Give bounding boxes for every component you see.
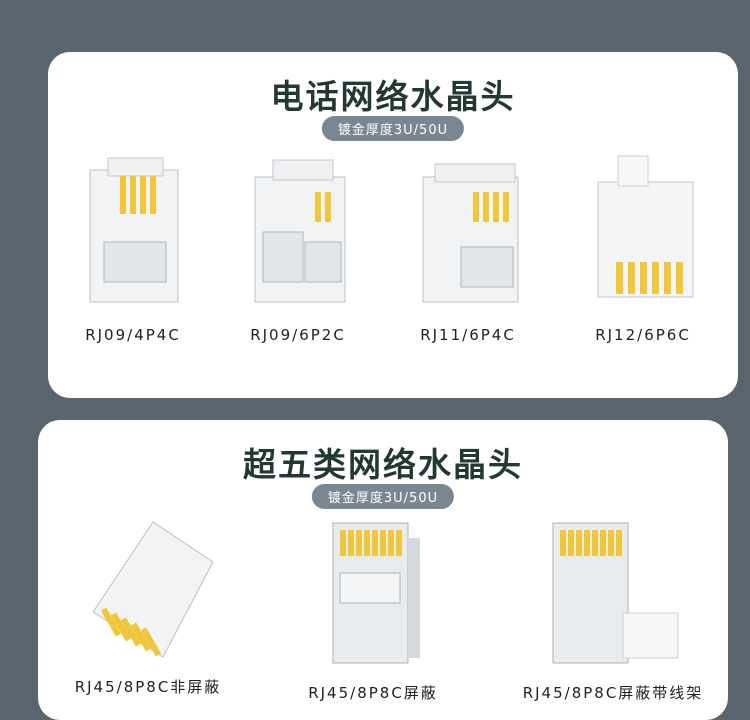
section-title: 超五类网络水晶头 — [243, 445, 523, 484]
product-rj09-4p4c[interactable]: RJ09/4P4C — [68, 152, 198, 344]
product-label: RJ45/8P8C屏蔽 — [308, 684, 438, 702]
rj09-4p4c-connector-icon — [89, 157, 179, 303]
rj11-6p4c-connector-icon — [422, 163, 519, 303]
phone-connector-card: 电话网络水晶头 镀金厚度3U/50U RJ09/4P4C RJ09/6P2C R… — [48, 52, 738, 398]
product-rj12-6p6c[interactable]: RJ12/6P6C — [578, 152, 708, 344]
product-label: RJ09/6P2C — [250, 326, 346, 344]
section-title: 电话网络水晶头 — [270, 77, 516, 116]
rj09-6p2c-connector-icon — [254, 159, 346, 303]
plating-badge: 镀金厚度3U/50U — [311, 484, 455, 509]
rj45-shielded-connector-icon — [332, 522, 420, 664]
product-rj09-6p2c[interactable]: RJ09/6P2C — [233, 152, 363, 344]
product-rj45-shielded[interactable]: RJ45/8P8C屏蔽 — [288, 518, 458, 703]
product-rj45-unshielded[interactable]: RJ45/8P8C非屏蔽 — [63, 512, 233, 697]
cat5e-connector-card: 超五类网络水晶头 镀金厚度3U/50U RJ45/8P8C非屏蔽 RJ45/8P… — [38, 420, 728, 720]
product-label: RJ45/8P8C屏蔽带线架 — [522, 684, 704, 702]
product-rj45-shielded-load-bar[interactable]: RJ45/8P8C屏蔽带线架 — [513, 518, 713, 703]
product-label: RJ12/6P6C — [595, 326, 691, 344]
plating-badge: 镀金厚度3U/50U — [321, 116, 465, 141]
product-label: RJ45/8P8C非屏蔽 — [74, 678, 222, 696]
product-rj11-6p4c[interactable]: RJ11/6P4C — [403, 152, 533, 344]
rj45-shielded-with-load-bar-connector-icon — [552, 522, 679, 664]
product-label: RJ11/6P4C — [420, 326, 516, 344]
rj12-6p6c-connector-icon — [597, 155, 694, 298]
product-label: RJ09/4P4C — [85, 326, 181, 344]
rj45-unshielded-connector-icon — [92, 521, 214, 658]
